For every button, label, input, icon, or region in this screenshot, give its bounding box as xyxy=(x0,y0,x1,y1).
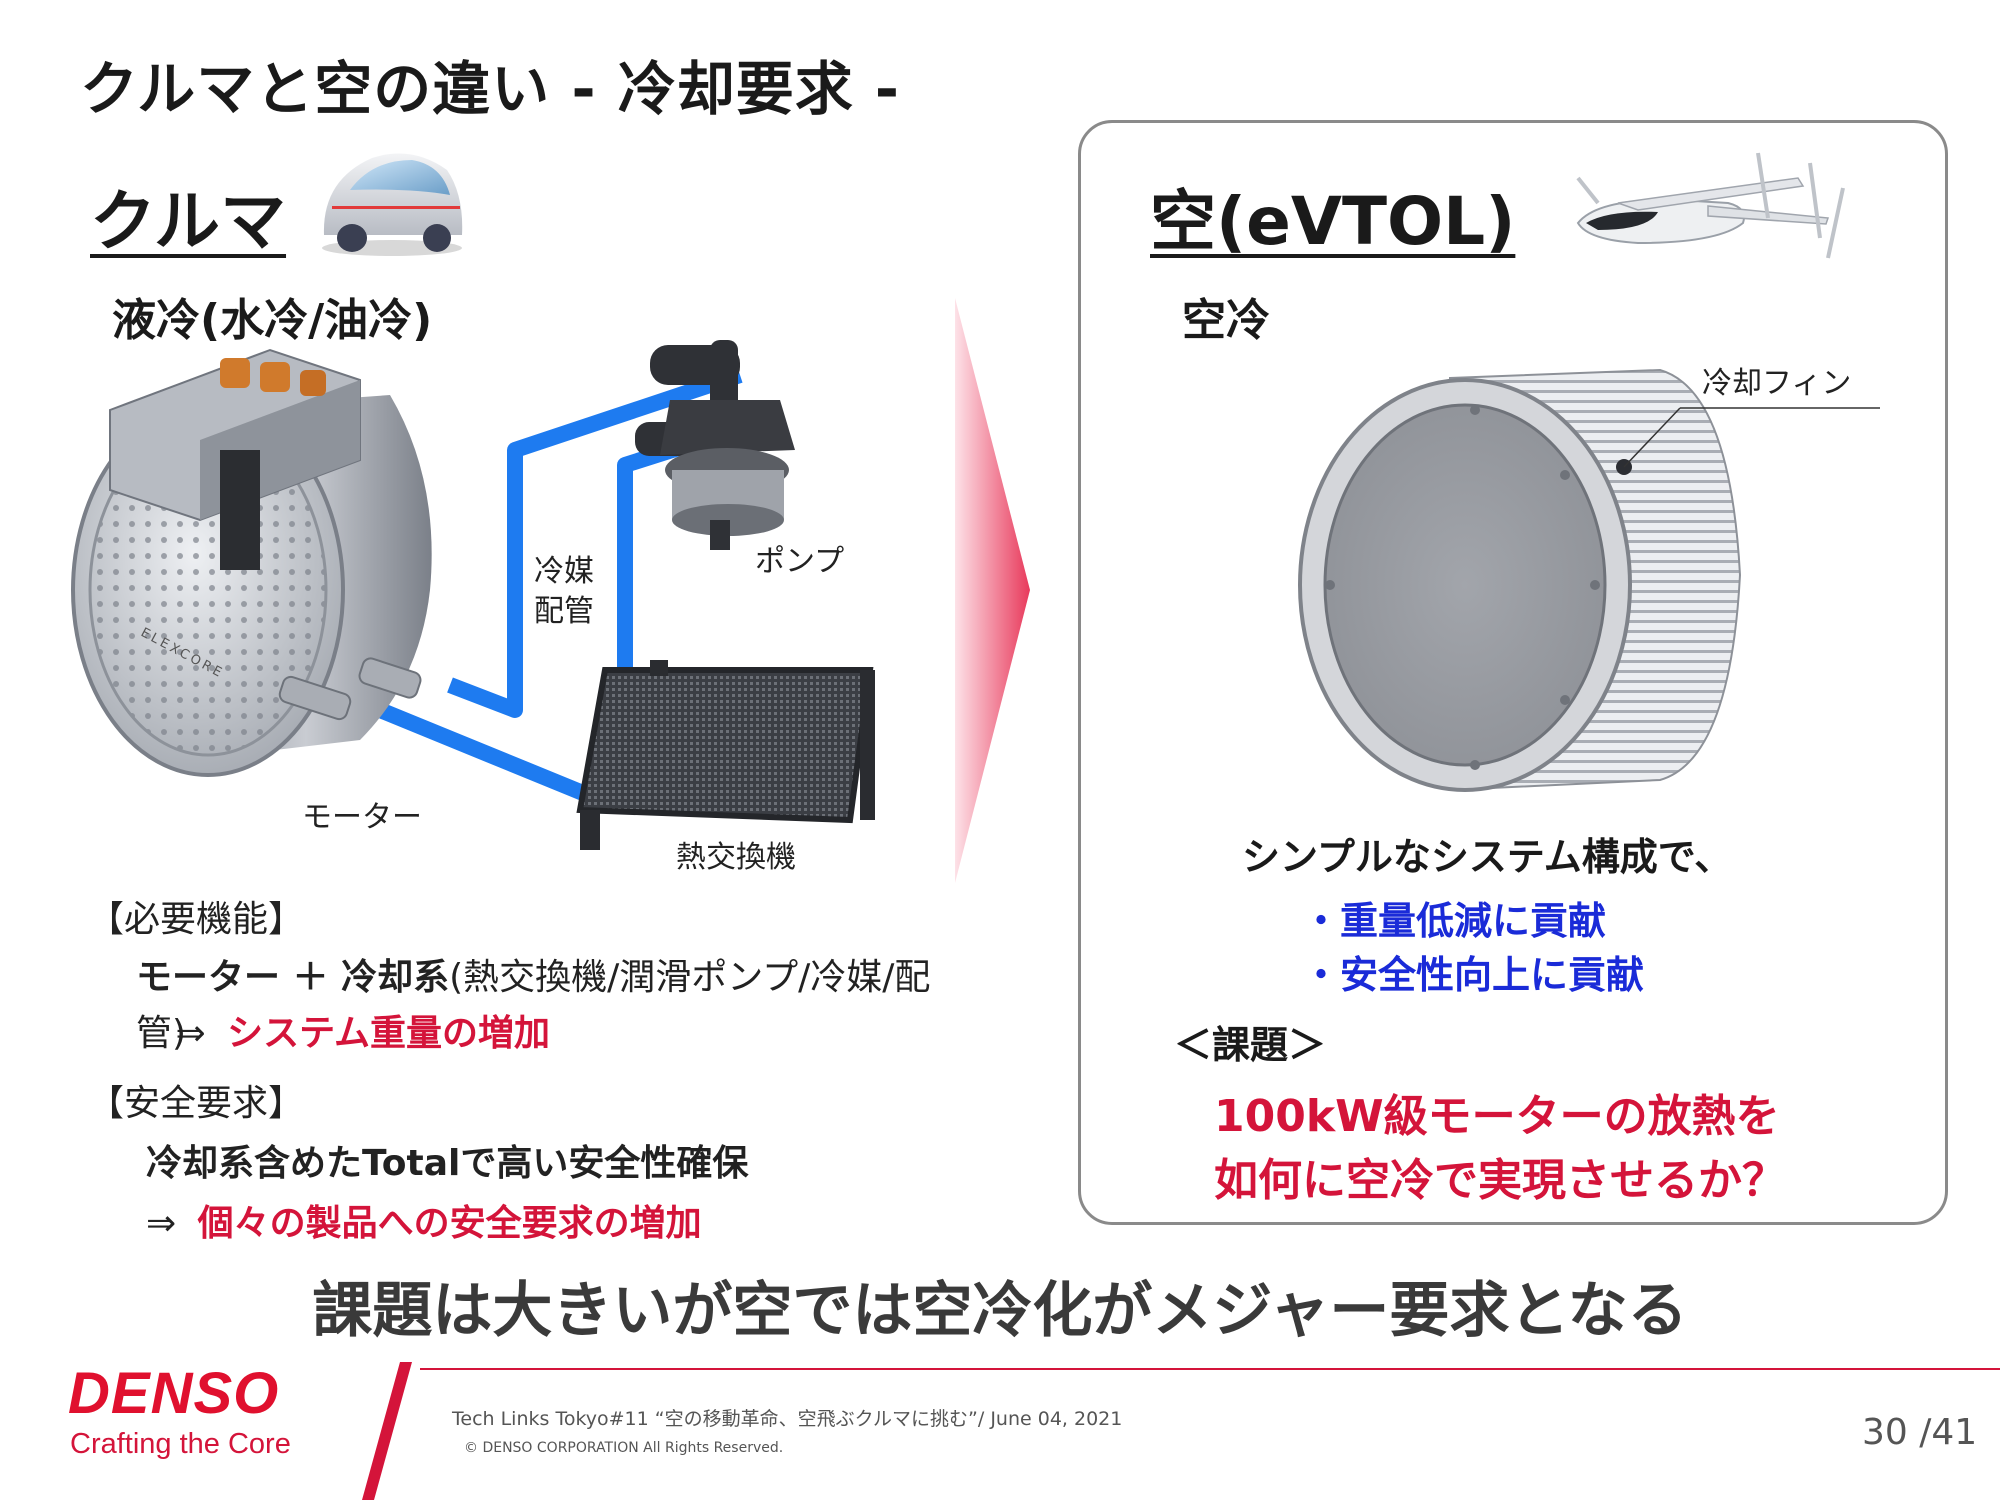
safety-line1: 冷却系含めたTotalで高い安全性確保 xyxy=(146,1143,749,1184)
issue-line1: 100kW級モーターの放熱を xyxy=(1214,1091,1780,1142)
pipe-label-line1: 冷媒 xyxy=(534,554,594,589)
slide-title: クルマと空の違い - 冷却要求 - xyxy=(80,55,900,123)
transition-arrow xyxy=(955,298,1030,883)
motor-illustration xyxy=(71,348,432,777)
safety-arrow: ⇒ xyxy=(146,1203,177,1244)
issue-heading: ＜課題＞ xyxy=(1174,1023,1327,1067)
system-weight-increase: システム重量の増加 xyxy=(227,1013,551,1054)
copyright: © DENSO CORPORATION All Rights Reserved. xyxy=(464,1440,784,1456)
evtol-icon xyxy=(1576,152,1845,259)
pipe-label-line2: 配管 xyxy=(534,594,594,629)
required-function-rest: (熱交換機/潤滑ポンプ/冷媒/配 xyxy=(449,957,931,998)
required-function-line1: モーター ＋ 冷却系(熱交換機/潤滑ポンプ/冷媒/配 xyxy=(136,948,930,1000)
air-cooling-type: 空冷 xyxy=(1182,295,1270,346)
issue-line2: 如何に空冷で実現させるか？ xyxy=(1214,1155,1786,1206)
required-function-line2-rest: 管) xyxy=(136,1013,187,1054)
air-heading: 空(eVTOL) xyxy=(1150,183,1516,260)
safety-line2: ⇒ 個々の製品への安全要求の増加 xyxy=(146,1194,702,1246)
heat-exchanger-illustration xyxy=(576,660,875,850)
safety-requirement-increase: 個々の製品への安全要求の増加 xyxy=(197,1203,702,1244)
coolant-pipe-upper xyxy=(447,367,743,718)
footer-divider xyxy=(420,1368,2000,1370)
required-function-heading: 【必要機能】 xyxy=(88,899,305,940)
heat-exchanger-label: 熱交換機 xyxy=(676,840,796,875)
safety-heading: 【安全要求】 xyxy=(88,1083,305,1124)
air-cooled-motor-illustration xyxy=(1298,368,1880,792)
air-summary: シンプルなシステム構成で、 xyxy=(1242,835,1733,879)
liquid-cooling-diagram: ELEXCORE xyxy=(71,340,875,850)
required-function-arrow: ⇒ xyxy=(175,1013,206,1054)
denso-logo: DENSO xyxy=(68,1361,280,1426)
pump-label: ポンプ xyxy=(755,544,845,579)
event-name: Tech Links Tokyo#11 “空の移動革命、空飛ぶクルマに挑む”/ … xyxy=(452,1408,1123,1430)
required-function-bold: モーター ＋ 冷却系 xyxy=(136,957,450,998)
benefit-safety-improvement: ・安全性向上に貢献 xyxy=(1302,953,1645,997)
car-heading: クルマ xyxy=(90,183,287,260)
car-cooling-type: 液冷(水冷/油冷) xyxy=(112,295,433,346)
page-number: 30 /41 xyxy=(1862,1412,1978,1453)
motor-label: モーター xyxy=(302,800,422,835)
conclusion-text: 課題は大きいが空では空冷化がメジャー要求となる xyxy=(312,1276,1688,1346)
required-function-line2: 管) ⇒ システム重量の増加 xyxy=(136,1004,550,1056)
air-panel xyxy=(1078,120,1948,1225)
footer-slash xyxy=(362,1362,412,1500)
car-icon xyxy=(322,153,463,256)
cooling-fin-label: 冷却フィン xyxy=(1702,366,1852,401)
tagline: Crafting the Core xyxy=(70,1428,291,1460)
pump-illustration xyxy=(635,340,795,550)
benefit-weight-reduction: ・重量低減に貢献 xyxy=(1302,899,1607,943)
